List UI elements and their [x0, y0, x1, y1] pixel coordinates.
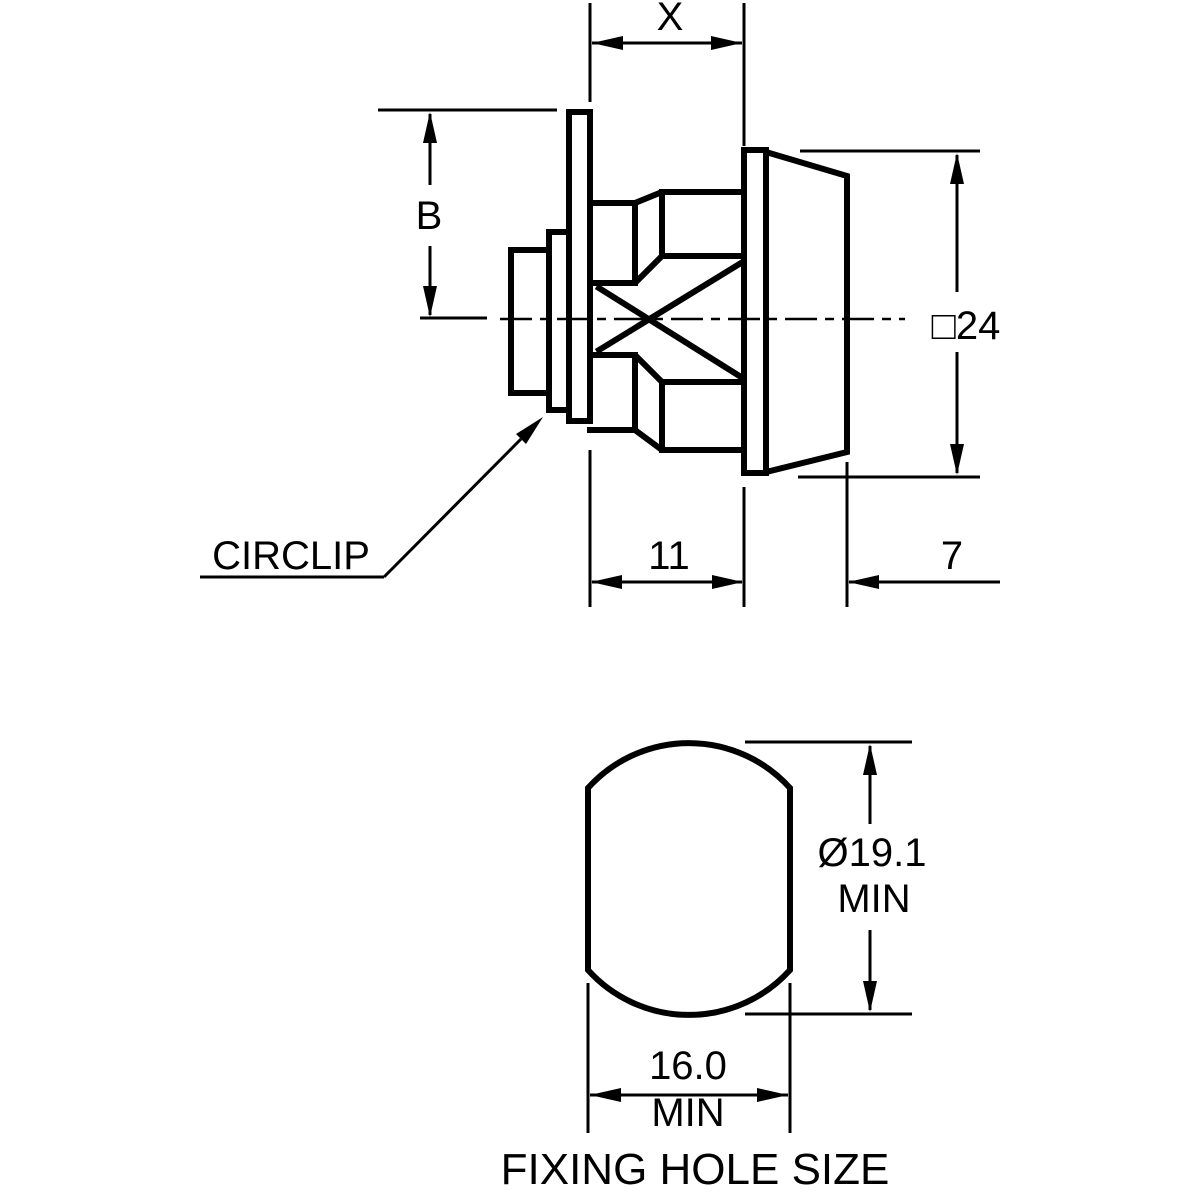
- arrowhead: [950, 153, 964, 184]
- arrowhead: [423, 286, 437, 317]
- dimension-diameter: Ø19.1 MIN: [745, 740, 927, 1016]
- tapered-head: [763, 147, 850, 476]
- body-inner-top-edge: [587, 253, 747, 286]
- arrowhead: [590, 1088, 621, 1102]
- dimension-x: X: [588, 0, 746, 146]
- body-bottom-edge: [587, 427, 747, 453]
- dimension-square-24: □24: [798, 149, 1001, 479]
- circlip-label: CIRCLIP: [212, 534, 370, 578]
- dimension-11: 11: [588, 450, 746, 607]
- cross-diagonal-1: [594, 283, 746, 382]
- dimension-7: 7: [845, 462, 1000, 607]
- arrowhead: [592, 36, 623, 50]
- dim-diameter-min-label: MIN: [837, 877, 910, 921]
- body-inner-bottom-edge: [587, 352, 747, 385]
- dim-7-label: 7: [941, 534, 963, 578]
- arrowhead: [863, 744, 877, 775]
- dim-square-24-label: □24: [932, 304, 1001, 348]
- dim-11-label: 11: [648, 534, 690, 578]
- arrowhead: [591, 575, 622, 589]
- circlip-plate: [566, 109, 593, 424]
- arrowhead: [848, 575, 879, 589]
- arrowhead: [711, 36, 742, 50]
- lock-body-outline: [508, 109, 850, 476]
- circlip-callout: CIRCLIP: [200, 417, 543, 579]
- front-flange: [741, 147, 769, 476]
- arrowhead: [712, 575, 743, 589]
- dim-width-label: 16.0: [649, 1044, 727, 1088]
- arrowhead: [757, 1088, 788, 1102]
- dimension-b: B: [378, 108, 557, 320]
- dim-diameter-label: Ø19.1: [818, 831, 927, 875]
- fixing-hole-caption: FIXING HOLE SIZE: [501, 1145, 890, 1194]
- dimension-across-flats: 16.0 MIN: [586, 983, 792, 1135]
- side-view: X B □24 11: [200, 0, 1000, 607]
- dim-x-label: X: [657, 0, 684, 39]
- cross-diagonal-2: [594, 258, 746, 355]
- fixing-hole-outline: [585, 740, 793, 1018]
- cam-block: [508, 247, 552, 396]
- leader-line: [382, 437, 523, 579]
- arrowhead: [863, 981, 877, 1012]
- dim-b-label: B: [416, 194, 443, 238]
- body-top-edge: [587, 189, 747, 206]
- fixing-hole-view: Ø19.1 MIN 16.0 MIN FIXING HOLE SIZE: [501, 740, 927, 1194]
- arrowhead: [950, 444, 964, 475]
- arrowhead: [516, 417, 543, 444]
- dim-width-min-label: MIN: [651, 1091, 724, 1135]
- arrowhead: [423, 112, 437, 143]
